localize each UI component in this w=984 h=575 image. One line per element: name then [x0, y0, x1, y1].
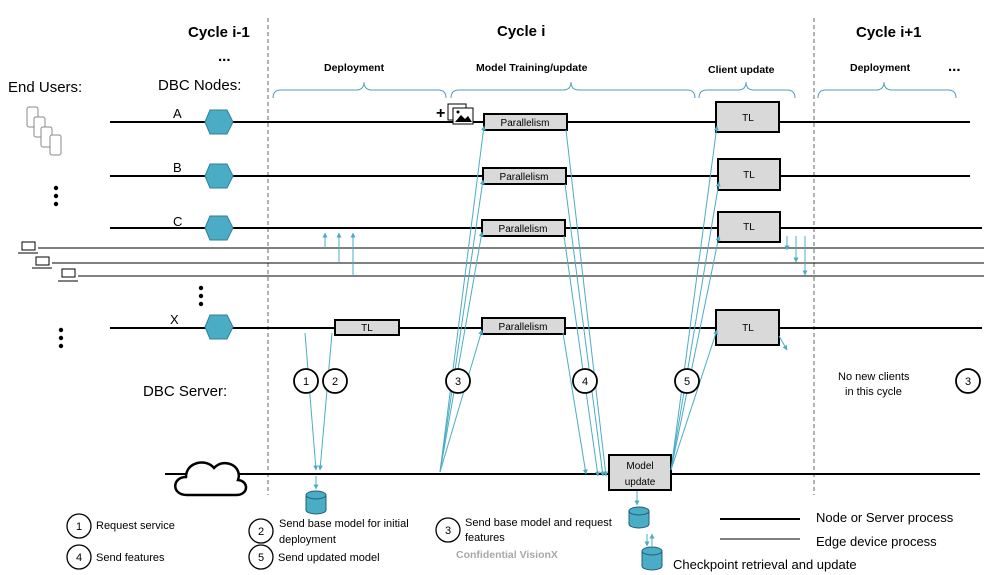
- phase-training: Model Training/update: [476, 62, 588, 74]
- step-circle-3: 3: [445, 368, 471, 394]
- flow-arrows: [304, 125, 808, 547]
- phase-deployment: Deployment: [324, 62, 385, 74]
- node-label-c: C: [173, 214, 182, 229]
- parallelism-box-x: Parallelism: [481, 317, 566, 335]
- svg-text:3: 3: [455, 376, 461, 388]
- dbc-nodes-label: DBC Nodes:: [158, 77, 241, 94]
- dbc-server-label: DBC Server:: [143, 383, 227, 400]
- no-new-clients-line2: in this cycle: [845, 386, 902, 398]
- svg-text:1: 1: [303, 376, 309, 388]
- svg-text:TL: TL: [742, 113, 754, 124]
- step-circle-3-next: 3: [955, 368, 981, 394]
- svg-text:Parallelism: Parallelism: [499, 322, 548, 333]
- watermark: Confidential VisionX: [456, 549, 558, 561]
- laptop-icon: [18, 241, 78, 282]
- svg-text:4: 4: [76, 552, 82, 564]
- no-new-clients-line1: No new clients: [838, 371, 910, 383]
- svg-text:3: 3: [445, 525, 451, 537]
- legend: 1 Request service 4 Send features 2 Send…: [66, 510, 954, 572]
- node-hexagon-x: [204, 314, 234, 340]
- step-circle-2: 2: [322, 368, 348, 394]
- svg-text:Parallelism: Parallelism: [499, 224, 548, 235]
- svg-text:2: 2: [332, 376, 338, 388]
- end-users-label: End Users:: [8, 79, 82, 96]
- phase-deployment-next: Deployment: [850, 62, 911, 74]
- legend-edge-device-process: Edge device process: [816, 534, 937, 549]
- mobile-devices-icon: [26, 106, 62, 156]
- legend-send-updated-model: Send updated model: [278, 552, 380, 564]
- tl-box-x-deploy: TL: [334, 319, 400, 336]
- cycle-next-title: Cycle i+1: [856, 24, 921, 41]
- svg-text:TL: TL: [361, 323, 373, 334]
- cycle-prev-ellipsis: ...: [218, 48, 231, 65]
- tl-box-c: TL: [717, 211, 781, 243]
- legend-send-features: Send features: [96, 552, 165, 564]
- image-icon: +: [436, 103, 474, 125]
- parallelism-box-c: Parallelism: [481, 219, 566, 237]
- svg-text:5: 5: [684, 376, 690, 388]
- vertical-ellipsis-users: [53, 185, 59, 207]
- legend-send-base-model-2: deployment: [279, 534, 336, 546]
- model-update-box: Model update: [608, 454, 672, 491]
- legend-send-base-model-1: Send base model for initial: [279, 518, 409, 530]
- svg-text:5: 5: [258, 552, 264, 564]
- phase-ellipsis-right: ...: [948, 58, 961, 75]
- svg-text:+: +: [436, 105, 445, 122]
- tl-box-a: TL: [715, 101, 780, 133]
- phase-client-update: Client update: [708, 64, 775, 76]
- vertical-ellipsis-nodes: [198, 285, 204, 307]
- tl-box-b: TL: [717, 158, 781, 191]
- svg-text:Parallelism: Parallelism: [501, 118, 550, 129]
- node-hexagon-a: [204, 109, 234, 135]
- node-label-b: B: [173, 160, 182, 175]
- svg-text:4: 4: [582, 376, 588, 388]
- svg-text:TL: TL: [743, 222, 755, 233]
- vertical-ellipsis-users-2: [58, 327, 64, 349]
- svg-text:update: update: [625, 477, 656, 488]
- parallelism-box-a: Parallelism: [483, 113, 568, 131]
- step-circle-1: 1: [293, 368, 319, 394]
- legend-checkpoint: Checkpoint retrieval and update: [673, 557, 857, 572]
- legend-request-service: Request service: [96, 520, 175, 532]
- node-hexagon-c: [204, 215, 234, 241]
- cycle-prev-title: Cycle i-1: [188, 24, 250, 41]
- node-hexagons: [204, 109, 234, 340]
- cycle-current-title: Cycle i: [497, 23, 545, 40]
- legend-send-base-request-2: features: [465, 532, 505, 544]
- svg-text:1: 1: [76, 521, 82, 533]
- tl-box-x: TL: [715, 309, 780, 346]
- svg-text:Model: Model: [626, 461, 653, 472]
- svg-text:TL: TL: [743, 170, 755, 181]
- parallelism-box-b: Parallelism: [482, 167, 567, 185]
- legend-node-server-process: Node or Server process: [816, 510, 954, 525]
- database-icon: [305, 490, 663, 571]
- svg-text:3: 3: [965, 376, 971, 388]
- node-label-x: X: [170, 312, 179, 327]
- node-hexagon-b: [204, 163, 234, 189]
- step-circle-5: 5: [674, 368, 700, 394]
- step-circle-4: 4: [572, 368, 598, 394]
- legend-send-base-request-1: Send base model and request: [465, 517, 612, 529]
- svg-text:Parallelism: Parallelism: [500, 172, 549, 183]
- cloud-icon: [174, 461, 248, 497]
- phase-braces: [272, 81, 957, 99]
- edge-device-lines: [38, 247, 984, 277]
- node-label-a: A: [173, 106, 182, 121]
- svg-text:2: 2: [258, 526, 264, 538]
- svg-text:TL: TL: [742, 323, 754, 334]
